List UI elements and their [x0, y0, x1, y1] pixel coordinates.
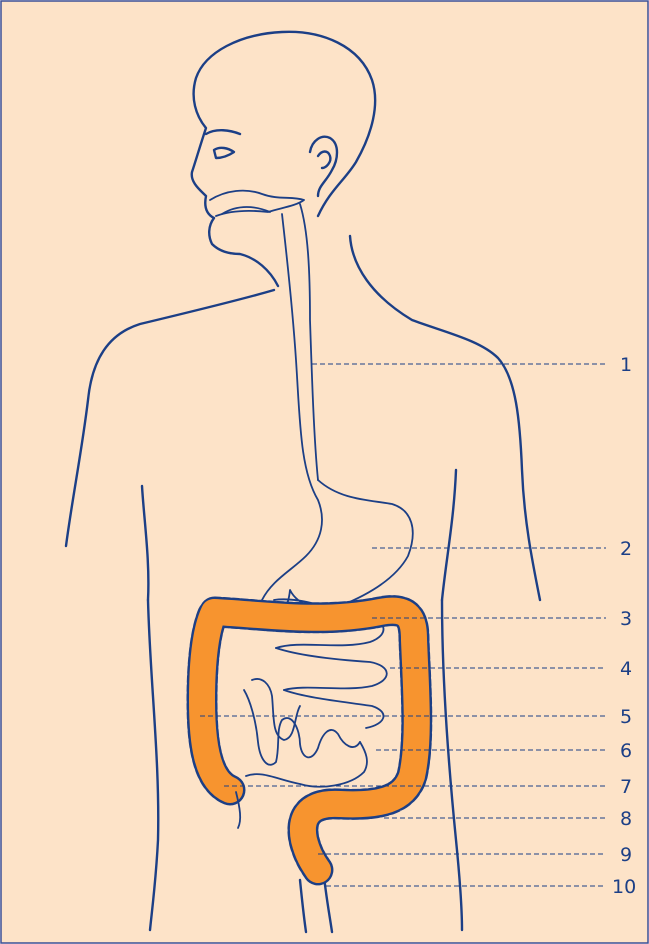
- label-10: 10: [612, 876, 636, 898]
- label-4: 4: [620, 658, 632, 680]
- label-7: 7: [620, 776, 632, 798]
- label-6: 6: [620, 740, 632, 762]
- label-8: 8: [620, 808, 632, 830]
- label-2: 2: [620, 538, 632, 560]
- label-3: 3: [620, 608, 632, 630]
- label-9: 9: [620, 844, 632, 866]
- label-1: 1: [620, 354, 632, 376]
- label-5: 5: [620, 706, 632, 728]
